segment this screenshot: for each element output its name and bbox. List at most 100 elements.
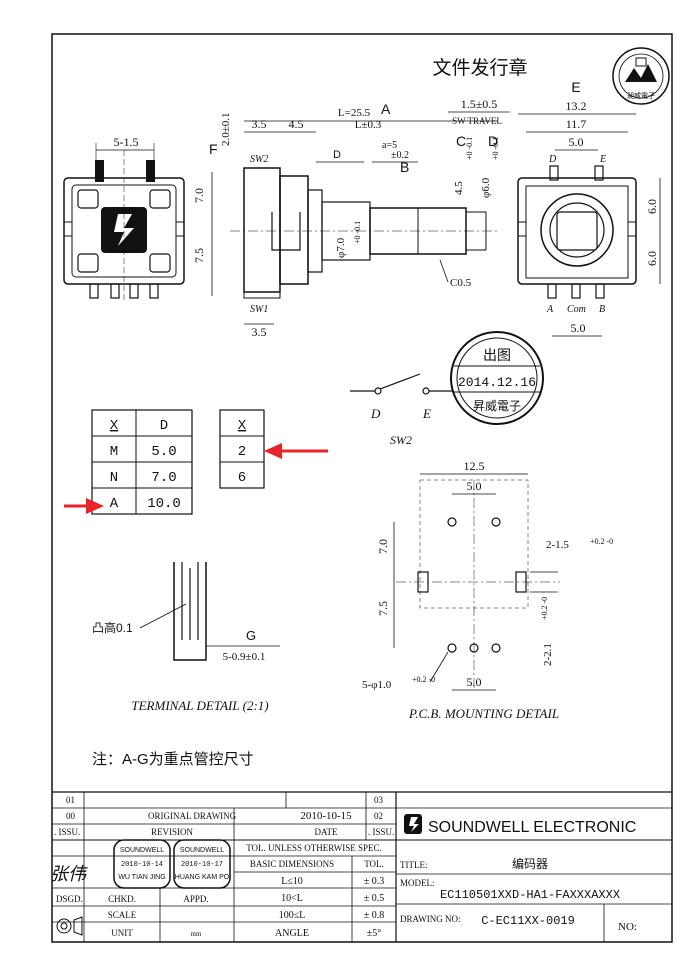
phi6-tol: +0 -0.1 bbox=[491, 137, 500, 160]
phi6-dim: φ6.0 bbox=[480, 177, 492, 198]
stamp-name: HUANG KAM PO bbox=[175, 874, 230, 881]
basic-dimensions-label: BASIC DIMENSIONS bbox=[250, 859, 334, 869]
dim-D-label: D bbox=[333, 149, 341, 161]
dim-7-5: 7.5 bbox=[192, 248, 206, 263]
pcb-mounting-detail: 12.5 5.0 7.0 7.5 2-1.5 +0.2 -0 2-2.1 +0.… bbox=[362, 459, 613, 721]
signature-stamp bbox=[173, 839, 231, 889]
stamp-soundwell: SOUNDWELL bbox=[120, 847, 164, 854]
table-x-header: X bbox=[238, 418, 247, 434]
bump-height-label: 凸高0.1 bbox=[92, 620, 133, 635]
terminal-caption: TERMINAL DETAIL (2:1) bbox=[131, 698, 268, 713]
seal-text: 昶威電子 bbox=[627, 91, 655, 100]
issue-date-stamp: 出图 2014.12.16 昇威電子 bbox=[450, 331, 544, 425]
switch-symbol: D E SW2 bbox=[350, 373, 452, 447]
table-xd-header-x: X bbox=[110, 418, 119, 434]
table-xd: X D M 5.0 N 7.0 A 10.0 bbox=[91, 409, 193, 515]
dim-A-label: A bbox=[381, 101, 391, 117]
original-date: 2010-10-15 bbox=[300, 810, 352, 822]
stamp-bottom-text: 昇威電子 bbox=[473, 399, 521, 413]
company-seal: 昶威電子 bbox=[612, 47, 670, 105]
width-11-7: 11.7 bbox=[566, 117, 587, 131]
dim-E-label: E bbox=[571, 79, 580, 95]
table-xd-header-d: D bbox=[160, 418, 168, 434]
dim-F-label: F bbox=[209, 141, 218, 157]
title-value: 编码器 bbox=[512, 856, 548, 871]
right-view: E 13.2 11.7 5.0 D E 6.0 6.0 A Com B 5.0 bbox=[517, 79, 661, 337]
table-xd-cell: 10.0 bbox=[147, 496, 181, 512]
pcb-slot2-dim: 2-2.1 bbox=[542, 643, 554, 666]
scale-label: SCALE bbox=[108, 910, 137, 920]
release-stamp-title: 文件发行章 bbox=[432, 57, 527, 79]
no-label: NO: bbox=[618, 921, 637, 933]
tol-row-basic: ANGLE bbox=[275, 928, 309, 939]
sw-travel-dim: 1.5±0.5 bbox=[461, 97, 498, 111]
dim-D2-label: D bbox=[488, 133, 498, 149]
switch-D-label: D bbox=[370, 406, 381, 421]
front-top-dim: 5-1.5 bbox=[114, 135, 139, 149]
tol-row-basic: 10<L bbox=[281, 893, 303, 904]
sw2-label: SW2 bbox=[250, 154, 268, 165]
tol-row-basic: 100≤L bbox=[279, 910, 306, 921]
tol-row-value: ± 0.5 bbox=[364, 893, 385, 904]
projection-symbol-icon bbox=[56, 916, 83, 936]
dim-f-value: 2.0±0.1 bbox=[220, 112, 232, 146]
chamfer-c05: C0.5 bbox=[450, 277, 472, 289]
stamp-date: 2010-10-17 bbox=[181, 861, 223, 869]
rev-02: 02 bbox=[374, 811, 383, 821]
table-xd-cell: N bbox=[110, 470, 118, 486]
pcb-height-7-0: 7.0 bbox=[376, 539, 390, 554]
highlight-arrow-left bbox=[64, 498, 104, 514]
table-x: X 2 6 bbox=[219, 409, 265, 489]
signature-stamp bbox=[113, 839, 171, 889]
sw1-label: SW1 bbox=[250, 304, 268, 315]
drawing-no-value: C-EC11XX-0019 bbox=[481, 914, 575, 928]
switch-label: SW2 bbox=[390, 433, 412, 447]
c45-tol: +0 -0.1 bbox=[465, 137, 474, 160]
sw-travel-label: SW TRAVEL bbox=[452, 116, 502, 126]
table-x-cell: 2 bbox=[238, 444, 246, 460]
front-view: 5-1.5 bbox=[63, 135, 185, 300]
drawing-no-label: DRAWING NO: bbox=[400, 914, 461, 924]
original-drawing: ORIGINAL DRAWING bbox=[148, 811, 237, 821]
tol-header: TOL. UNLESS OTHERWISE SPEC. bbox=[246, 843, 382, 853]
pin-Com-label: Com bbox=[567, 304, 586, 315]
table-xd-cell: 5.0 bbox=[151, 444, 176, 460]
dim-7-0: 7.0 bbox=[192, 188, 206, 203]
stamp-date: 2010-10-14 bbox=[121, 861, 163, 869]
c45-dim: 4.5 bbox=[453, 181, 465, 195]
dim-L-total: L=25.5 bbox=[338, 107, 371, 119]
drawing-border bbox=[51, 33, 673, 943]
right-bottom-5-0: 5.0 bbox=[571, 321, 586, 335]
table-x-cell: 6 bbox=[238, 470, 246, 486]
dim-4-5: 4.5 bbox=[289, 117, 304, 131]
tol-row-value: ±5° bbox=[367, 928, 382, 939]
table-xd-cell: 7.0 bbox=[151, 470, 176, 486]
dim-3-5: 3.5 bbox=[252, 117, 267, 131]
title-label: TITLE: bbox=[400, 860, 428, 870]
chkd-label: CHKD. bbox=[108, 894, 136, 904]
height-6-0-bottom: 6.0 bbox=[645, 251, 659, 266]
issu-label: . ISSU. bbox=[54, 827, 80, 837]
switch-E-label: E bbox=[422, 406, 431, 421]
note-text: 注：A-G为重点管控尺寸 bbox=[92, 751, 254, 768]
pin-B-label: B bbox=[599, 304, 605, 315]
terminal-g-dim: 5-0.9±0.1 bbox=[223, 651, 266, 663]
width-5-0: 5.0 bbox=[569, 135, 584, 149]
stamp-soundwell: SOUNDWELL bbox=[180, 847, 224, 854]
tol-row-value: ± 0.3 bbox=[364, 876, 385, 887]
dim-G-label: G bbox=[246, 628, 256, 643]
stamp-date: 2014.12.16 bbox=[458, 375, 536, 390]
rev-01: 01 bbox=[66, 795, 75, 805]
pin-A-label: A bbox=[546, 304, 554, 315]
model-value: EC110501XXD-HA1-FAXXXAXXX bbox=[440, 888, 620, 902]
dim-C-label: C bbox=[456, 133, 466, 149]
unit-label: UNIT bbox=[111, 928, 133, 938]
height-6-0-top: 6.0 bbox=[645, 199, 659, 214]
revision-label: REVISION bbox=[151, 827, 193, 837]
unit-value: mm bbox=[191, 930, 202, 938]
stamp-top-text: 出图 bbox=[483, 347, 511, 363]
table-xd-cell: A bbox=[110, 496, 119, 512]
company-name: SOUNDWELL ELECTRONIC bbox=[428, 819, 636, 836]
rev-03: 03 bbox=[374, 795, 384, 805]
